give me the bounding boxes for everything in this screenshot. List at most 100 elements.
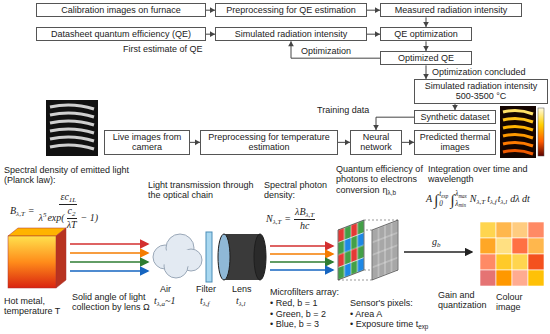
symbol-group: ηλ,b	[383, 185, 396, 195]
list-item: • Area A	[350, 309, 382, 319]
integral-formula: λ,T	[477, 198, 486, 206]
box-text: Simulated radiation intensity 500-3500 °…	[418, 81, 544, 102]
transmission-symbol: λ,f	[203, 300, 210, 308]
list-item-block: • Exposure time texp	[350, 319, 428, 330]
annotation: λ,b	[388, 189, 396, 196]
light-rays	[70, 244, 333, 271]
annotation-block: Quantum efficiency of photons to electro…	[336, 164, 424, 196]
coil	[50, 105, 94, 109]
pixel	[512, 222, 528, 238]
fraction-denominator: hc	[299, 220, 310, 233]
flow-arrow	[206, 7, 215, 13]
photon-formula: λ,T	[306, 211, 315, 219]
flow-arrow	[288, 41, 380, 58]
transmission-symbol: t	[200, 295, 203, 306]
planck-formula: (	[61, 212, 64, 223]
process-box: Simulated radiation intensity	[215, 27, 367, 41]
process-box: Datasheet quantum efficiency (QE)	[36, 27, 206, 41]
flow-arrow	[423, 65, 429, 79]
pixel	[528, 222, 544, 238]
process-box: Measured radiation intensity	[380, 3, 522, 17]
list-heading: Microfilters array:	[270, 287, 339, 297]
annotation: Integration over time and wavelength	[428, 164, 528, 184]
planck-formula: 2	[72, 210, 76, 218]
edge-label: Optimization	[300, 46, 352, 56]
integral-formula: ∫	[434, 192, 438, 208]
planck-formula: =	[28, 205, 35, 216]
blue-ray	[270, 269, 333, 271]
photon-formula: λB	[295, 206, 305, 217]
process-box: Preprocessing for QE estimation	[215, 3, 367, 17]
fraction-numerator: εc1L	[59, 191, 77, 205]
pixel	[480, 270, 496, 286]
pixel	[496, 254, 512, 270]
list-item: • Blue, b = 3	[270, 319, 319, 329]
annotation: Spectral density of emitted light (Planc…	[4, 165, 129, 185]
transmission-symbol-block: tλ,f	[200, 295, 210, 308]
colour-bar	[538, 108, 544, 156]
process-box: Calibration images on furnace	[36, 3, 206, 17]
integral-limits: λmaxλmin	[455, 191, 467, 208]
photon-formula: N	[266, 213, 273, 224]
hot-coil	[503, 150, 533, 154]
annotation-block: Integration over time and wavelength	[428, 164, 546, 185]
gain-symbol: g	[432, 236, 437, 247]
part-name: Filter	[196, 284, 216, 294]
annotation: η	[383, 185, 388, 195]
orange-ray	[270, 253, 333, 255]
integral-formula: t	[498, 193, 501, 204]
box-text: Optimized QE	[384, 53, 468, 63]
optical-filter	[206, 232, 212, 282]
metal-front	[8, 236, 56, 288]
list-heading-block: Sensor's pixels:	[350, 298, 413, 308]
photo-ground	[46, 100, 98, 156]
orange-ray	[70, 252, 148, 254]
planck-formula: λ,T	[16, 210, 25, 218]
pixel	[528, 270, 544, 286]
planck-formula: − 1	[81, 212, 95, 223]
part-name-block: Lens	[232, 284, 252, 294]
pixel	[480, 222, 496, 238]
transmission-symbol: ~1	[165, 295, 175, 306]
transmission-symbol-block: tλ,a~1	[154, 295, 176, 308]
fraction-denominator: λ5exp(c2λT− 1)	[38, 205, 100, 232]
process-box: Synthetic dataset	[414, 110, 496, 124]
coil	[50, 113, 94, 117]
box-text: Synthetic dataset	[418, 112, 492, 122]
planck-formula: λT	[67, 219, 77, 230]
pixel	[528, 254, 544, 270]
hot-coil	[503, 118, 533, 122]
list-item: • Red, b = 1	[270, 298, 317, 308]
air-cloud	[153, 234, 202, 278]
microfilter-layer	[338, 220, 364, 280]
annotation: Colour image	[496, 292, 523, 312]
planck-formula: B	[10, 205, 16, 216]
annotation-block: Spectral photon density:	[264, 180, 332, 201]
fraction-denominator: λT	[66, 219, 78, 232]
annotation: Quantum efficiency of photons to electro…	[336, 164, 423, 195]
integral-formula: min	[458, 203, 466, 208]
coil	[50, 121, 94, 125]
box-text: Live images from camera	[108, 132, 186, 153]
coil	[50, 145, 94, 149]
sensor	[338, 220, 398, 280]
photon-formula: λ,T	[273, 218, 282, 226]
pixel	[512, 238, 528, 254]
hot-coil	[503, 134, 533, 138]
planck-formula: c	[68, 205, 72, 216]
thermal-ground	[500, 106, 536, 158]
blue-ray	[70, 270, 148, 272]
edge-label: Optimization concluded	[431, 67, 527, 77]
transmission-symbol: λ,l	[239, 300, 246, 308]
gain-symbol: b	[437, 241, 441, 249]
pixel-layer	[372, 220, 398, 280]
box-text: Neural network	[354, 132, 398, 153]
part-name-block: Filter	[196, 284, 216, 294]
green-ray	[70, 261, 148, 263]
planck-formula: )	[95, 212, 98, 223]
box-text: Calibration images on furnace	[40, 5, 202, 15]
arrow-head	[288, 41, 294, 46]
pixel	[496, 222, 512, 238]
integral-formula: dλ dt	[510, 193, 530, 204]
integral-formula: λ	[455, 190, 458, 198]
